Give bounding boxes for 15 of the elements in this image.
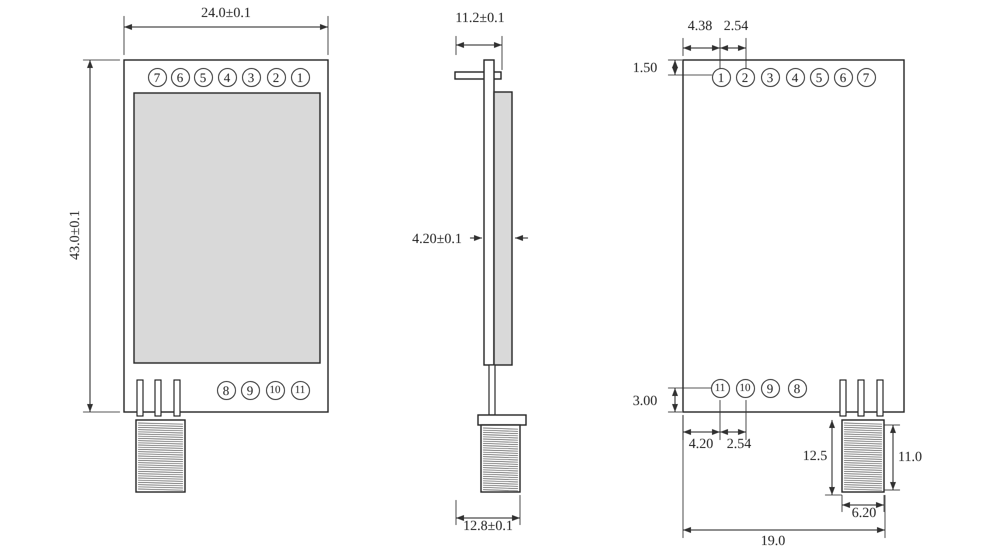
dimension-label: 11.0 [898,450,922,466]
dimension-label: 19.0 [760,534,786,550]
dimension-label: 4.20 [688,437,714,453]
dimension-label: 6.20 [852,506,876,522]
dimension-label: 12.5 [802,449,828,465]
dimension-label: 2.54 [726,437,752,453]
dimension-label: 4.38 [688,19,712,35]
dimension-label: 43.0±0.1 [68,210,84,260]
dimension-label: 1.50 [632,61,658,77]
dimension-label: 2.54 [724,19,748,35]
dimension-label: 12.8±0.1 [463,519,513,535]
dimension-label: 4.20±0.1 [412,232,462,248]
dimension-label: 3.00 [632,394,658,410]
dimension-label: 24.0±0.1 [201,6,251,22]
dimension-label: 11.2±0.1 [455,11,505,27]
